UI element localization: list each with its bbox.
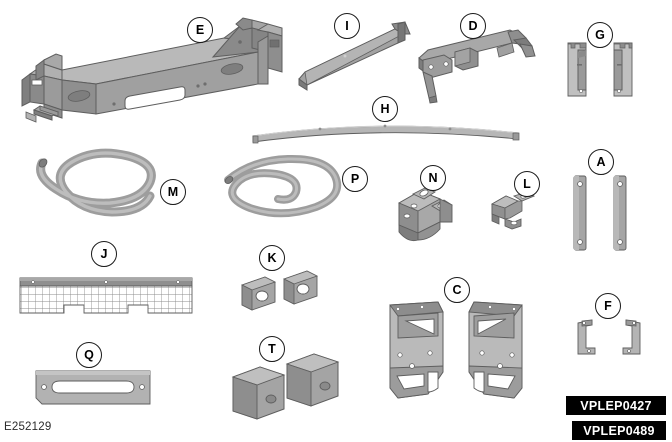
callout-a[interactable]: A [588, 149, 614, 175]
callout-h[interactable]: H [372, 96, 398, 122]
part-a-strap-pair [573, 175, 627, 251]
part-d-support-arm [418, 29, 536, 104]
part-p-coiled-hose-small [224, 154, 342, 218]
part-q-slotted-plate [35, 370, 151, 405]
callout-g[interactable]: G [587, 22, 613, 48]
part-number-label-1: VPLEP0427 [566, 396, 666, 415]
callout-f[interactable]: F [595, 293, 621, 319]
part-t-block-spacer-pair [231, 353, 340, 420]
part-number-label-2: VPLEP0489 [572, 421, 666, 440]
callout-p[interactable]: P [342, 166, 368, 192]
part-j-mesh-grille [19, 277, 193, 314]
part-c-mounting-plate-pair [389, 301, 523, 399]
figure-id: E252129 [4, 421, 52, 433]
callout-i[interactable]: I [334, 13, 360, 39]
part-k-spacer-plate-pair [240, 270, 319, 311]
callout-n[interactable]: N [420, 165, 446, 191]
part-m-coiled-hose-large [36, 148, 156, 217]
part-e-main-frame [21, 17, 283, 123]
part-n-clevis-bracket [397, 187, 453, 242]
callout-j[interactable]: J [91, 241, 117, 267]
callout-q[interactable]: Q [76, 342, 102, 368]
part-f-u-strap [577, 319, 641, 355]
part-l-angle-bracket [490, 191, 536, 230]
callout-k[interactable]: K [259, 245, 285, 271]
part-i-brace-arm [298, 21, 411, 91]
part-g-tall-bracket-pair [567, 42, 633, 97]
callout-d[interactable]: D [460, 13, 486, 39]
callout-m[interactable]: M [160, 179, 186, 205]
callout-l[interactable]: L [514, 171, 540, 197]
part-h-trim-strip [252, 124, 520, 144]
callout-e[interactable]: E [187, 17, 213, 43]
callout-t[interactable]: T [259, 336, 285, 362]
callout-c[interactable]: C [444, 277, 470, 303]
